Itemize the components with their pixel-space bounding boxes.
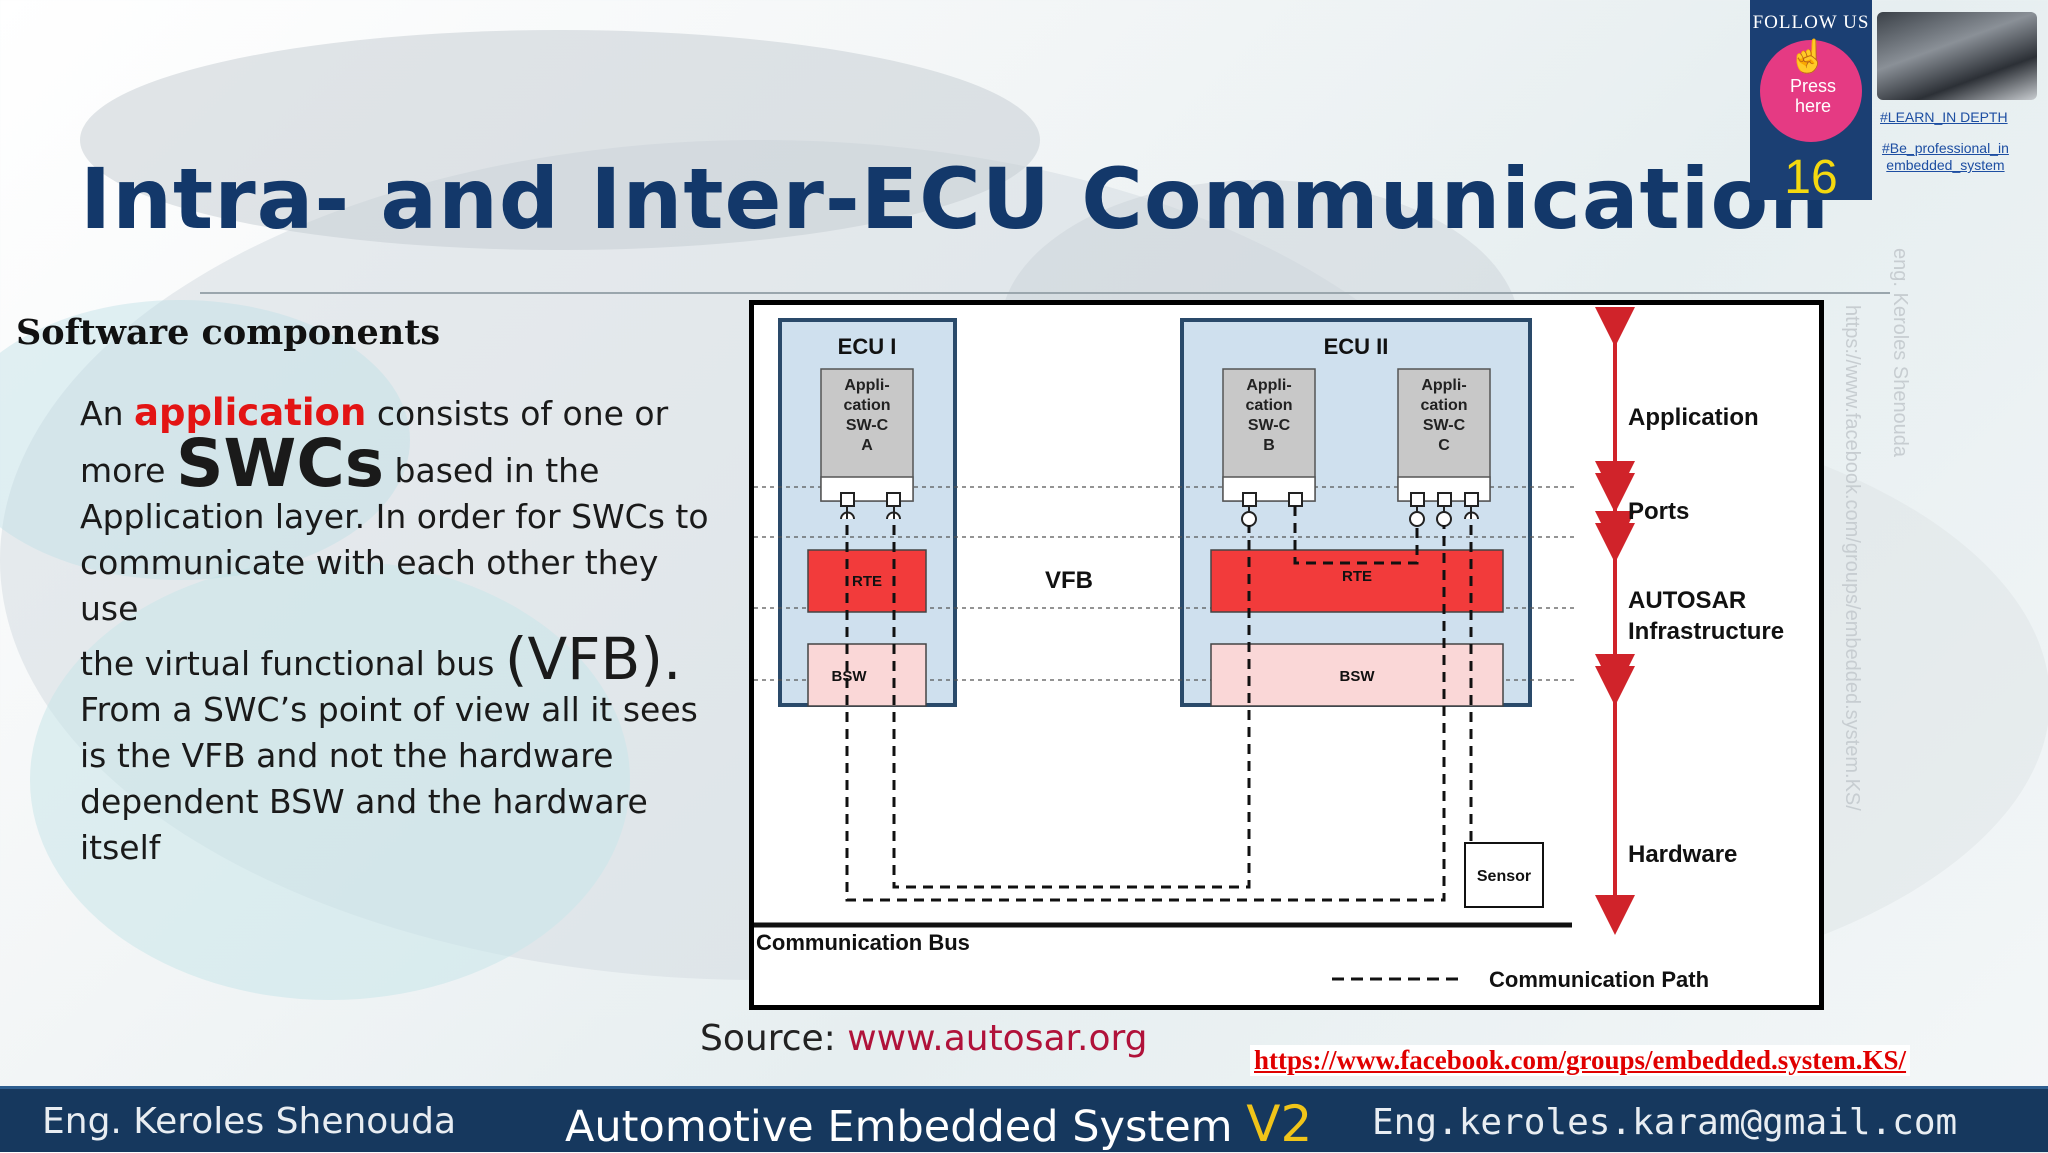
footer-course-title: Automotive Embedded System V2 (565, 1095, 1313, 1153)
ecu2-title: ECU II (1324, 334, 1389, 359)
car-engine-image (1877, 12, 2037, 100)
layer-autosar-label: AUTOSAR (1628, 587, 1746, 614)
diagram-svg: ECU I ECU II Appli- cation SW-C A Appli-… (754, 307, 1784, 992)
swc-a-label-2: cation (843, 397, 890, 414)
body-line-5: the virtual functional bus (VFB). (80, 625, 682, 693)
body-line-6: From a SWC’s point of view all it sees (80, 690, 698, 729)
footer-version: V2 (1246, 1095, 1313, 1153)
press-here-label: Press here (1790, 76, 1837, 116)
swc-b-label-2: cation (1245, 397, 1292, 414)
ecu1-title: ECU I (838, 334, 897, 359)
port-connectors (840, 506, 1479, 527)
page-title: Intra- and Inter-ECU Communication (80, 150, 1830, 248)
swc-c-label-3: SW-C (1423, 417, 1466, 434)
layer-application-label: Application (1628, 404, 1759, 431)
swc-a-label-1: Appli- (844, 377, 889, 394)
body-line-7: is the VFB and not the hardware (80, 736, 614, 775)
footer-bar: Eng. Keroles Shenouda Automotive Embedde… (0, 1086, 2048, 1153)
body-line-3: Application layer. In order for SWCs to (80, 497, 709, 536)
communication-paths (845, 506, 1473, 902)
slide-number: 16 (1784, 151, 1838, 204)
swc-b-label-4: B (1263, 437, 1275, 454)
legend-communication-path: Communication Path (1489, 967, 1709, 992)
communication-bus-label: Communication Bus (756, 930, 970, 955)
ecu1-rte-label: RTE (852, 573, 882, 590)
facebook-group-link[interactable]: https://www.facebook.com/groups/embedded… (1250, 1045, 1911, 1076)
port-squares (840, 492, 1479, 507)
vfb-label: VFB (1045, 567, 1093, 594)
be-professional-tag[interactable]: #Be_professional_in embedded_system (1882, 140, 2009, 173)
ecu2-bsw-label: BSW (1340, 668, 1376, 685)
layer-hardware-label: Hardware (1628, 841, 1737, 868)
ecu2-rte-label: RTE (1342, 568, 1372, 585)
body-paragraph: An application consists of one or more S… (80, 390, 720, 871)
highlight-vfb: (VFB). (504, 625, 682, 693)
ecu2-bsw (1210, 643, 1504, 707)
swc-c-label-4: C (1438, 437, 1450, 454)
layer-labels: Application Ports AUTOSAR Infrastructure… (1628, 404, 1784, 868)
swc-b-label-3: SW-C (1248, 417, 1291, 434)
swc-a-label: Appli- cation SW-C A (843, 377, 890, 454)
layer-ports-label: Ports (1628, 498, 1689, 525)
swc-c-label-1: Appli- (1421, 377, 1466, 394)
source-link[interactable]: www.autosar.org (847, 1018, 1148, 1059)
footer-author: Eng. Keroles Shenouda (42, 1101, 457, 1142)
footer-email[interactable]: Eng.keroles.karam@gmail.com (1372, 1102, 1958, 1143)
swc-c-label-2: cation (1420, 397, 1467, 414)
swc-a-label-3: SW-C (846, 417, 889, 434)
body-line-8: dependent BSW and the hardware (80, 782, 648, 821)
follow-us-card[interactable]: FOLLOW US ☝ Press here 16 (1750, 0, 1872, 204)
ecu2-rte (1210, 549, 1504, 613)
body-line-2: more SWCs based in the (80, 425, 600, 502)
swc-c-label: Appli- cation SW-C C (1420, 377, 1467, 454)
autosar-diagram: ECU I ECU II Appli- cation SW-C A Appli-… (749, 300, 1824, 1010)
title-divider (200, 292, 1890, 294)
follow-us-label: FOLLOW US (1752, 12, 1870, 33)
ecu1-bsw-label: BSW (832, 668, 868, 685)
url-watermark: https://www.facebook.com/groups/embedded… (1841, 305, 1863, 811)
highlight-application: application (133, 391, 367, 434)
source-label: Source: (700, 1018, 848, 1059)
ecu1-rte (807, 549, 927, 613)
press-here-button[interactable]: ☝ Press here (1760, 40, 1862, 142)
body-line-4: communicate with each other they use (80, 543, 659, 628)
swc-b-label-1: Appli- (1246, 377, 1291, 394)
author-watermark: eng. Keroles Shenouda (1889, 248, 1911, 458)
section-heading: Software components (16, 312, 441, 353)
learn-in-depth-tag[interactable]: #LEARN_IN DEPTH (1880, 109, 2008, 125)
swc-b-label: Appli- cation SW-C B (1245, 377, 1292, 454)
body-line-9: itself (80, 828, 161, 867)
source-citation: Source: www.autosar.org (700, 1018, 1148, 1059)
layer-infrastructure-label: Infrastructure (1628, 618, 1784, 645)
body-line-1: An application consists of one or (80, 391, 669, 434)
sensor-box (1464, 842, 1544, 908)
sensor-label: Sensor (1477, 868, 1531, 885)
swc-a-label-4: A (861, 437, 873, 454)
ecu1-bsw (807, 643, 927, 707)
highlight-swcs: SWCs (175, 425, 385, 502)
pointing-hand-icon: ☝ (1788, 38, 1828, 74)
